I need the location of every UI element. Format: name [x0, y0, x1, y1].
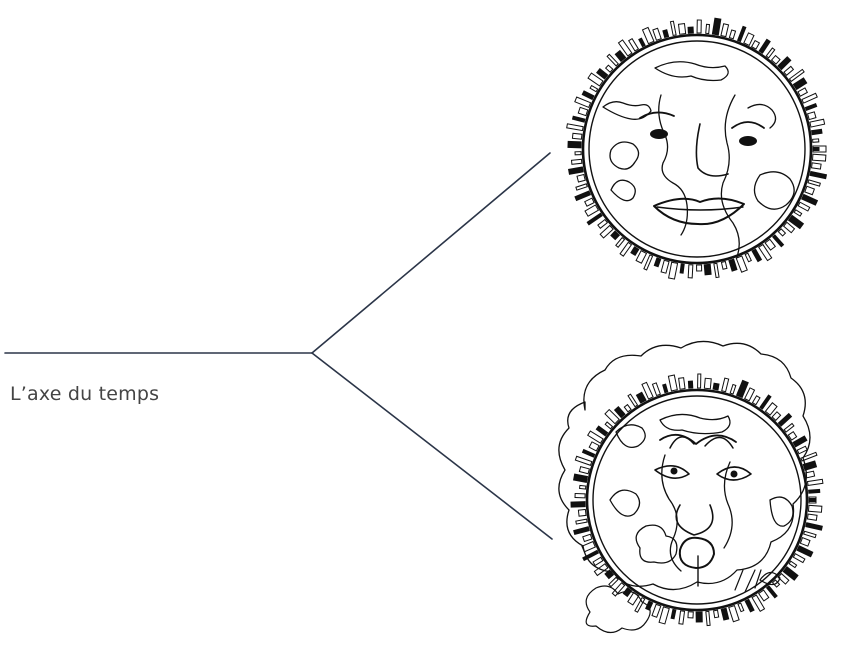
timeline-caption: L’axe du temps [10, 383, 160, 405]
branch-down [311, 352, 553, 540]
branch-up [311, 152, 551, 354]
frowning-polluted-earth-icon [558, 340, 824, 634]
skyline-ring-bottom [570, 373, 824, 627]
skyline-ring-top [566, 17, 828, 280]
smiling-earth-icon [566, 17, 828, 280]
